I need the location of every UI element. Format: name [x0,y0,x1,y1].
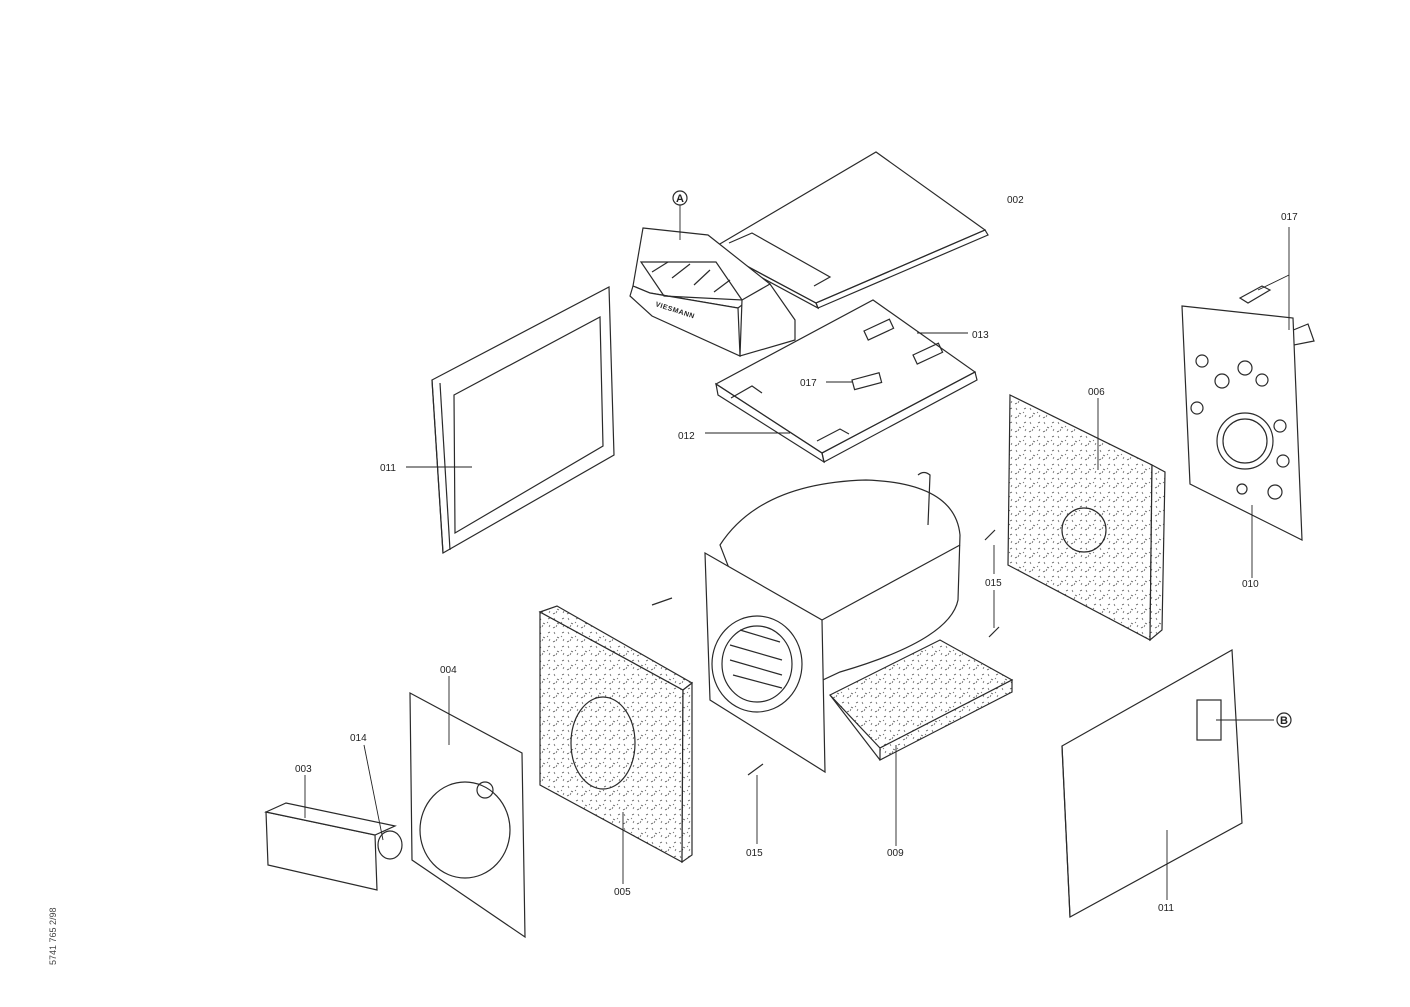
label-004: 004 [440,665,457,676]
screws [651,529,1000,776]
control-console: VIESMANN [629,227,796,357]
label-009: 009 [887,848,904,859]
label-017-rear: 017 [1281,212,1298,223]
callout-b-text: B [1280,715,1288,727]
front-panel [409,691,526,939]
front-trim [264,802,397,891]
label-015-lower: 015 [746,848,763,859]
leader-lines [304,205,1290,900]
label-002: 002 [1007,195,1024,206]
label-011-right: 011 [1158,903,1174,914]
label-011-left: 011 [380,463,396,474]
callout-b: B [1276,712,1292,728]
left-side-panel [431,286,615,554]
front-insulation [538,605,694,864]
label-015-upper: 015 [985,578,1002,589]
rear-insulation [1007,394,1166,642]
top-plate [714,299,978,464]
label-012: 012 [678,431,695,442]
callout-a-text: A [676,193,684,205]
label-014: 014 [350,733,367,744]
label-010: 010 [1242,579,1259,590]
label-017-top: 017 [800,378,817,389]
sight-glass-cap [377,830,403,860]
base-insulation [829,639,1014,761]
boiler-body [704,471,961,774]
side-code: 5741 765 2/98 [48,907,58,965]
rear-panel [1181,305,1303,541]
label-013: 013 [972,330,989,341]
right-side-panel [1061,649,1243,918]
label-003: 003 [295,764,312,775]
label-006: 006 [1088,387,1105,398]
label-005: 005 [614,887,631,898]
callout-a: A [672,190,688,206]
